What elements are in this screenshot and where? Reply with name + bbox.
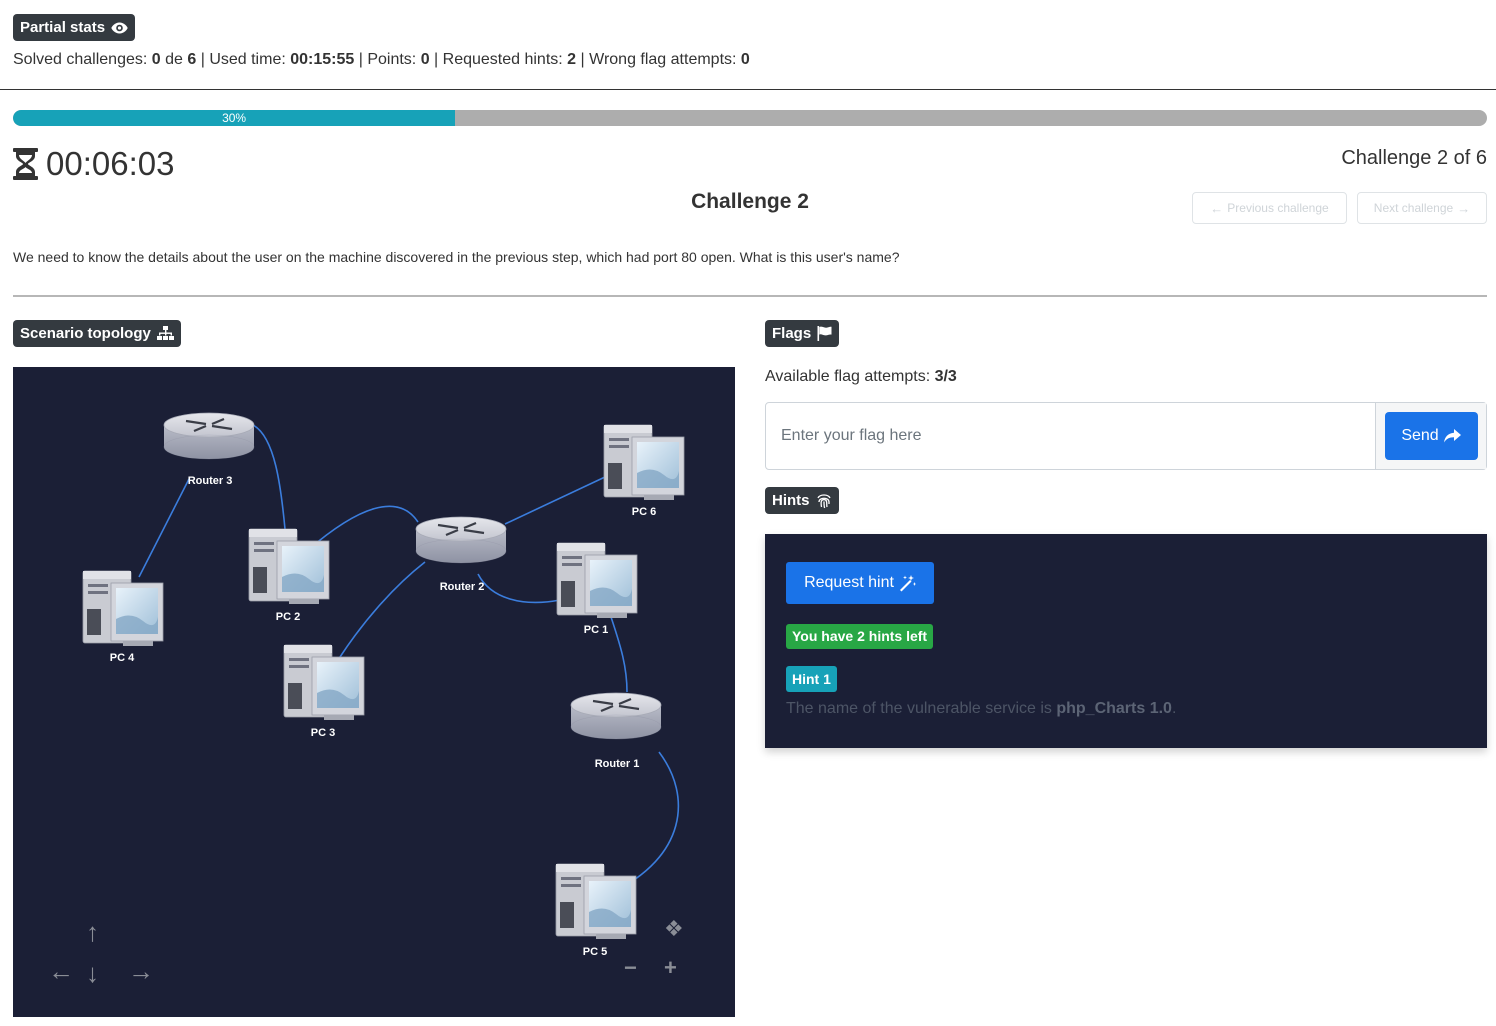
pc-3-label: PC 3 — [310, 727, 336, 739]
pan-up-button[interactable]: ↑ — [86, 917, 99, 947]
hint-1-service: php_Charts 1.0 — [1056, 700, 1172, 717]
router-1-node[interactable] — [569, 691, 663, 741]
request-hint-label: Request hint — [804, 574, 894, 591]
hint-1-text: The name of the vulnerable service is ph… — [786, 700, 1176, 718]
pan-left-button[interactable]: ← — [48, 956, 74, 986]
countdown-timer: 00:06:03 — [13, 145, 174, 183]
link-pc1-router1 — [610, 616, 628, 693]
pc-5-node[interactable] — [555, 863, 637, 940]
requested-hints-value: 2 — [567, 51, 577, 68]
progress-fill: 30% — [13, 110, 456, 126]
link-router1-pc5 — [612, 751, 680, 893]
router-3-node[interactable] — [162, 411, 256, 461]
router-3-label: Router 3 — [187, 475, 233, 487]
challenge-title: Challenge 2 — [691, 190, 809, 213]
next-challenge-label: Next challenge — [1373, 201, 1454, 215]
sitemap-icon — [156, 326, 174, 340]
pc-5-label: PC 5 — [582, 946, 608, 958]
pc-1-node[interactable] — [556, 542, 638, 619]
hints-left-badge: You have 2 hints left — [786, 624, 934, 649]
topology-graph — [82, 411, 685, 940]
solved-value: 0 — [151, 51, 161, 68]
topology-canvas[interactable]: Router 3 Router 2 Router 1 PC 6 PC 2 PC … — [13, 367, 735, 1017]
flags-badge: Flags — [765, 320, 840, 347]
available-attempts: Available flag attempts: 3/3 — [765, 368, 957, 386]
requested-hints-label: | Requested hints: — [429, 51, 568, 68]
router-2-label: Router 2 — [439, 581, 485, 593]
hint-1-prefix: The name of the vulnerable service is — [786, 700, 1057, 717]
used-time-value: 00:15:55 — [290, 51, 355, 68]
hints-panel: Request hint You have 2 hints left Hint … — [765, 534, 1487, 748]
hint-1-badge: Hint 1 — [786, 666, 837, 692]
router-1-label: Router 1 — [594, 758, 640, 770]
timer-value: 00:06:03 — [46, 145, 175, 182]
eye-icon — [111, 22, 128, 33]
flag-input[interactable] — [766, 403, 1375, 469]
zoom-out-button[interactable]: − — [624, 955, 637, 980]
hourglass-icon — [13, 148, 38, 180]
topology-heading: Scenario topology — [20, 325, 151, 342]
divider — [13, 295, 1487, 297]
hints-badge: Hints — [765, 487, 839, 514]
solved-label: Solved challenges: — [13, 51, 152, 68]
next-challenge-button[interactable]: Next challenge → — [1357, 192, 1487, 224]
challenge-description: We need to know the details about the us… — [13, 249, 900, 265]
wrong-attempts-value: 0 — [740, 51, 750, 68]
arrow-left-icon: ← — [1210, 200, 1224, 216]
points-label: | Points: — [354, 51, 421, 68]
arrow-right-icon: → — [1457, 200, 1471, 216]
link-router2-pc1 — [477, 573, 561, 604]
flag-input-append: Send — [1375, 403, 1486, 469]
available-attempts-value: 3/3 — [934, 368, 957, 385]
hint-1-suffix: . — [1171, 700, 1177, 717]
previous-challenge-button[interactable]: ← Previous challenge — [1192, 192, 1347, 224]
send-flag-button[interactable]: Send — [1384, 412, 1478, 460]
share-icon — [1443, 429, 1461, 443]
partial-stats-badge[interactable]: Partial stats — [13, 14, 136, 41]
link-router2-pc3 — [339, 561, 426, 658]
pc-1-label: PC 1 — [583, 624, 609, 636]
fingerprint-icon — [816, 493, 831, 508]
pc-2-node[interactable] — [248, 528, 330, 605]
of-word: de — [160, 51, 188, 68]
challenge-counter: Challenge 2 of 6 — [1341, 147, 1487, 169]
request-hint-button[interactable]: Request hint — [786, 562, 934, 604]
pc-3-node[interactable] — [283, 644, 365, 721]
pc-6-node[interactable] — [603, 424, 685, 501]
points-value: 0 — [420, 51, 430, 68]
flag-icon — [817, 326, 832, 341]
send-label: Send — [1401, 427, 1439, 444]
pc-4-label: PC 4 — [109, 652, 135, 664]
router-2-node[interactable] — [414, 515, 508, 565]
stats-line: Solved challenges: 0 de 6 | Used time: 0… — [13, 51, 750, 69]
flag-input-group: Send — [765, 402, 1487, 470]
divider — [0, 89, 1496, 90]
previous-challenge-label: Previous challenge — [1227, 201, 1329, 215]
time-label: | Used time: — [196, 51, 291, 68]
hints-heading: Hints — [772, 492, 810, 509]
pan-right-button[interactable]: → — [128, 956, 154, 986]
pc-6-label: PC 6 — [631, 506, 657, 518]
zoom-in-button[interactable]: + — [664, 955, 677, 980]
link-router3-pc2 — [252, 424, 286, 530]
available-attempts-label: Available flag attempts: — [765, 368, 935, 385]
flags-heading: Flags — [772, 325, 812, 342]
magic-wand-icon — [899, 574, 916, 591]
total-value: 6 — [187, 51, 197, 68]
link-router3-pc4 — [138, 478, 190, 578]
scenario-topology-badge: Scenario topology — [13, 320, 181, 347]
link-pc2-router2 — [307, 505, 419, 551]
partial-stats-heading: Partial stats — [20, 19, 106, 36]
pc-2-label: PC 2 — [275, 611, 301, 623]
progress-bar: 30% — [13, 110, 1487, 126]
pan-down-button[interactable]: ↓ — [86, 958, 99, 988]
pc-4-node[interactable] — [82, 570, 164, 647]
link-router2-pc6 — [504, 476, 606, 525]
wrong-attempts-label: | Wrong flag attempts: — [576, 51, 741, 68]
fit-view-button[interactable]: ❖ — [664, 916, 684, 941]
